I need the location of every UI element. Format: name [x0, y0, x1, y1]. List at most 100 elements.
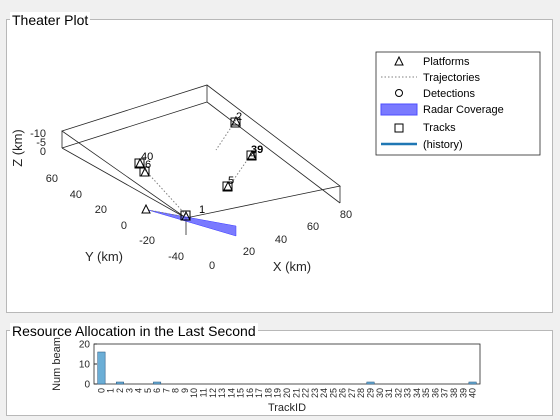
bar-x-tick-label: 17 [254, 388, 264, 398]
bar-x-tick-label: 16 [245, 388, 255, 398]
legend-label: (history) [423, 139, 463, 151]
legend-label: Radar Coverage [423, 104, 504, 116]
y-tick: -20 [139, 235, 155, 247]
bar-x-tick-label: 28 [356, 388, 366, 398]
y-axis-ticks: 60 40 20 0 -20 -40 [46, 173, 184, 263]
bar-x-tick-label: 10 [189, 388, 199, 398]
platform-marker [247, 149, 257, 160]
bar-x-tick-label: 15 [236, 388, 246, 398]
x-tick: 0 [209, 260, 215, 272]
x-tick: 60 [307, 221, 319, 233]
bar-x-tick-label: 14 [226, 388, 236, 398]
track-id-labels: 1 2 39 4 5 40 6 [141, 111, 263, 216]
track-label: 1 [199, 204, 205, 216]
bar-x-axis-label: TrackID [268, 402, 306, 414]
legend: Platforms Trajectories Detections Radar … [375, 51, 541, 156]
bar-x-tick-label: 13 [217, 388, 227, 398]
trajectories [144, 119, 251, 218]
bar-x-tick-label: 12 [208, 388, 218, 398]
bar-x-tick-label: 25 [328, 388, 338, 398]
y-tick: 0 [121, 220, 127, 232]
platform-marker [231, 115, 241, 126]
bar-x-tick-label: 8 [171, 388, 181, 393]
bar-x-tick-label: 0 [96, 388, 106, 393]
y-axis-label: Y (km) [85, 249, 123, 264]
bar-x-tick-label: 34 [412, 388, 422, 398]
bar-x-tick-label: 9 [180, 388, 190, 393]
bar-axes [93, 343, 481, 385]
bar-track-40 [468, 381, 477, 385]
track-label: 39 [251, 144, 263, 156]
bar-track-0 [97, 351, 106, 385]
theater-plot-title: Theater Plot [10, 12, 91, 28]
tracks [134, 117, 257, 221]
x-tick: 20 [243, 246, 255, 258]
bar-x-tick-label: 21 [291, 388, 301, 398]
y-tick: -40 [168, 251, 184, 263]
bar-track-29 [366, 381, 375, 385]
z-tick: -10 [30, 128, 46, 140]
bar-x-tick-label: 4 [134, 388, 144, 393]
bar-x-tick-label: 7 [161, 388, 171, 393]
bar-x-tick-label: 40 [468, 388, 478, 398]
track-label: 5 [228, 175, 234, 187]
bar-x-tick-label: 36 [430, 388, 440, 398]
bar-x-tick-label: 30 [375, 388, 385, 398]
bar-y-tick-label: 20 [79, 340, 91, 351]
track-label: 40 [141, 151, 153, 163]
bar-x-tick-label: 31 [384, 388, 394, 398]
legend-label: Trajectories [423, 72, 481, 84]
bar-x-tick-label: 39 [458, 388, 468, 398]
track-marker [246, 150, 257, 161]
bar-x-tick-label: 29 [366, 388, 376, 398]
y-tick: 20 [95, 204, 107, 216]
bars [97, 351, 477, 385]
theater-plot-3d[interactable]: -10 -5 0 Z (km) 60 40 20 0 -20 -40 Y (km… [0, 0, 560, 320]
circle-icon [395, 89, 403, 97]
z-tick: -5 [36, 137, 46, 149]
track-marker [230, 117, 241, 128]
bar-x-tick-label: 5 [143, 388, 153, 393]
radar-coverage-patch [147, 209, 237, 237]
bar-x-tick-label: 35 [421, 388, 431, 398]
z-axis-label: Z (km) [10, 129, 25, 167]
legend-label: Detections [423, 88, 475, 100]
x-axis-label: X (km) [273, 259, 311, 274]
track-marker [180, 210, 191, 221]
bar-x-tick-label: 1 [106, 388, 116, 393]
bar-x-tick-label: 3 [124, 388, 134, 393]
x-tick: 80 [340, 209, 352, 221]
platform-marker [223, 180, 233, 191]
bar-x-tick-label: 24 [319, 388, 329, 398]
coverage-patch-icon [380, 103, 418, 116]
plot-area [93, 343, 481, 385]
track-label: 4 [250, 149, 256, 161]
bar-x-tick-label: 2 [115, 388, 125, 393]
bar-x-tick-label: 22 [301, 388, 311, 398]
bar-track-2 [116, 381, 124, 385]
x-axis-ticks: 0 20 40 60 80 [209, 209, 352, 272]
z-axis-ticks: -10 -5 0 [30, 128, 46, 158]
z-tick: 0 [40, 146, 46, 158]
legend-label: Tracks [423, 122, 456, 134]
x-tick: 40 [275, 234, 287, 246]
y-tick: 60 [46, 173, 58, 185]
platform-marker [141, 203, 151, 214]
bar-x-tick-label: 19 [273, 388, 283, 398]
bar-x-tick-label: 37 [440, 388, 450, 398]
bar-x-tick-label: 6 [152, 388, 162, 393]
square-icon [394, 123, 404, 133]
track-label: 6 [145, 159, 151, 171]
bar-x-tick-label: 26 [338, 388, 348, 398]
bar-y-axis-label: Num beam [51, 337, 63, 391]
bar-x-tick-label: 38 [449, 388, 459, 398]
bar-x-tick-label: 11 [198, 388, 208, 397]
bar-y-tick-label: 0 [84, 380, 90, 391]
triangle-icon [394, 55, 404, 66]
track-marker [222, 181, 233, 192]
y-tick: 40 [70, 189, 82, 201]
bar-x-tick-label: 27 [347, 388, 357, 398]
